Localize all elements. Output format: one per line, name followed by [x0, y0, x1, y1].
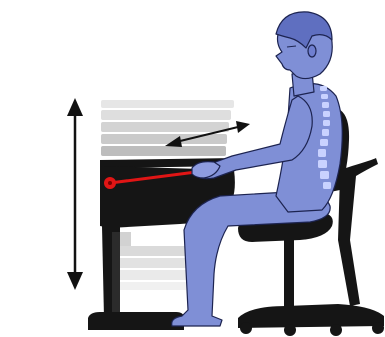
chair-base: [238, 304, 384, 328]
seated-person: [172, 12, 343, 326]
height-adjust-arrow-icon: [67, 98, 83, 290]
chair-back-post: [338, 158, 378, 306]
desk-foot: [88, 312, 184, 330]
